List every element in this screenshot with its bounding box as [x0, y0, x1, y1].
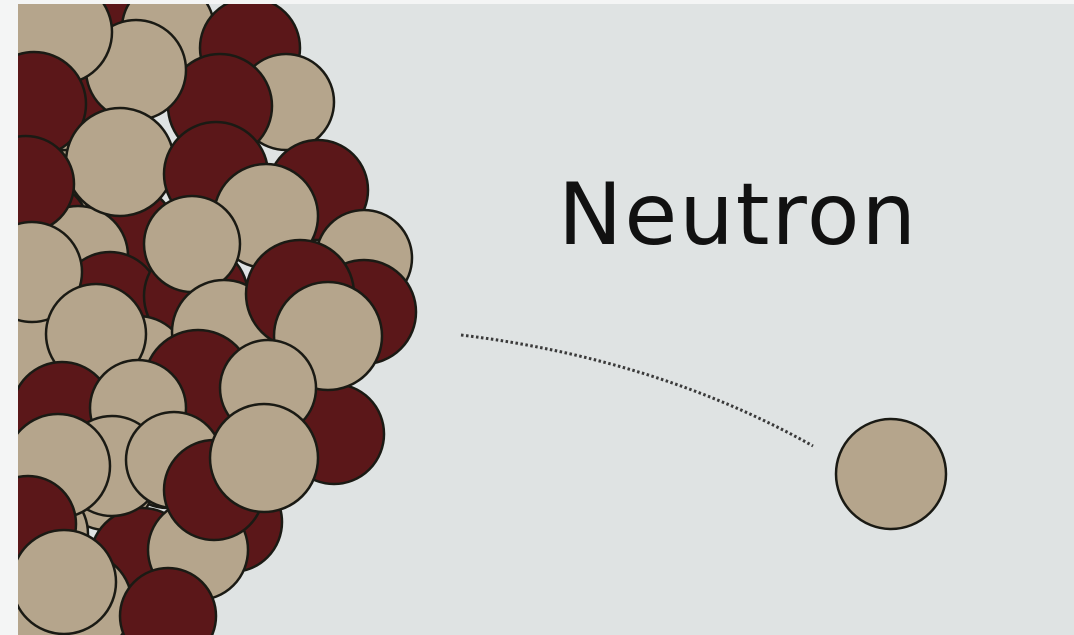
nucleus-diagram	[18, 4, 1074, 635]
neutron-particle-52	[210, 404, 318, 512]
free-neutron	[836, 419, 946, 529]
neutron-particle-37	[144, 196, 240, 292]
neutron-trajectory	[461, 335, 813, 446]
nucleus	[18, 4, 416, 635]
neutron-particle-34	[66, 108, 174, 216]
neutron-label: Neutron	[558, 172, 918, 258]
neutron-particle-55	[18, 530, 116, 634]
diagram-panel: Neutron	[18, 4, 1074, 635]
